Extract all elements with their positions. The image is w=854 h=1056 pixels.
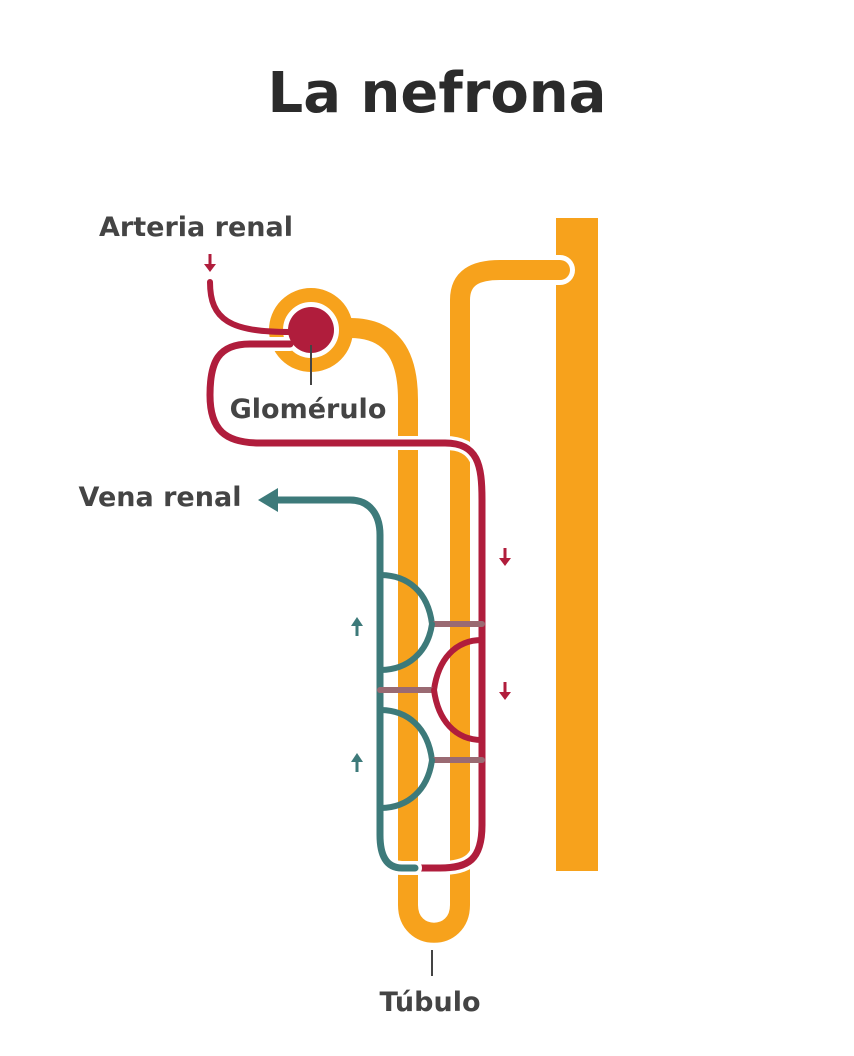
down-arrow-icon (499, 548, 511, 566)
down-arrow-icon (499, 682, 511, 700)
vein-arrow-icon (258, 488, 278, 512)
label-tubulo: Túbulo (379, 987, 480, 1018)
label-vena-renal: Vena renal (79, 482, 242, 513)
capillary-network (377, 572, 485, 811)
diagram-title: La nefrona (268, 61, 607, 126)
peritubular-artery (206, 340, 486, 872)
renal-vein (268, 496, 419, 872)
afferent-artery (207, 279, 293, 335)
label-glomerulo: Glomérulo (230, 394, 387, 425)
glomerulus (288, 307, 334, 353)
label-arteria-renal: Arteria renal (99, 212, 293, 243)
up-arrow-icon (351, 617, 363, 636)
collecting-duct (556, 218, 598, 871)
up-arrow-icon (351, 753, 363, 772)
artery-flow-arrow-icon (204, 254, 216, 272)
tubule-loop (340, 260, 570, 943)
